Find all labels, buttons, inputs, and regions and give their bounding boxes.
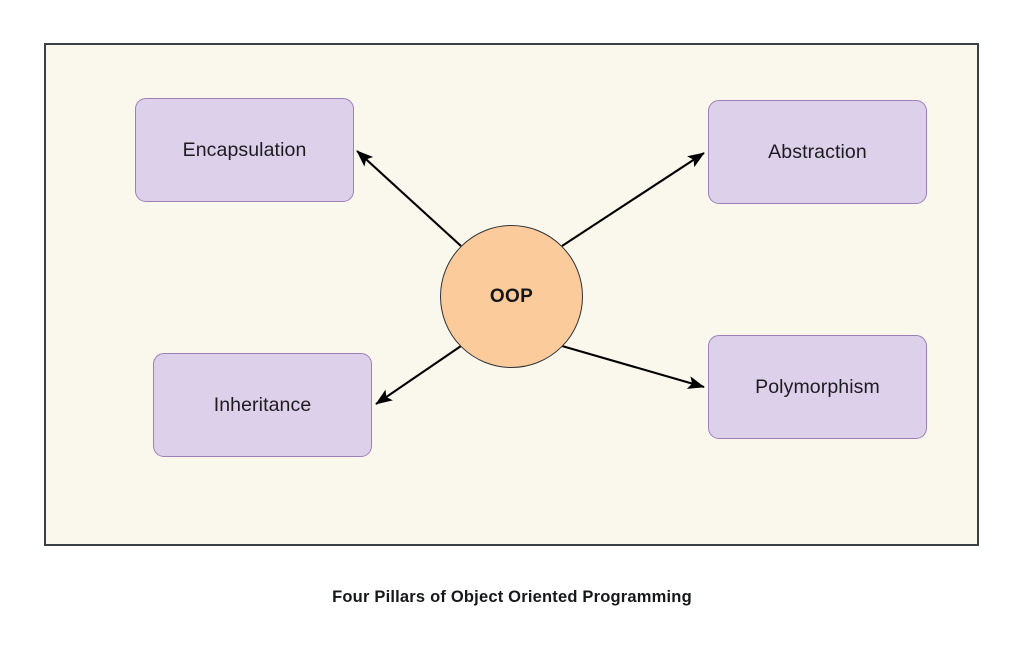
pillar-node-encapsulation[interactable]: Encapsulation xyxy=(135,98,354,202)
pillar-node-label: Polymorphism xyxy=(755,375,880,398)
center-node-oop[interactable]: OOP xyxy=(440,225,583,368)
center-node-label: OOP xyxy=(489,285,534,307)
diagram-caption: Four Pillars of Object Oriented Programm… xyxy=(332,588,692,606)
pillar-node-label: Encapsulation xyxy=(182,138,307,161)
pillar-node-label: Abstraction xyxy=(768,140,867,163)
pillar-node-inheritance[interactable]: Inheritance xyxy=(153,353,372,457)
pillar-node-label: Inheritance xyxy=(213,393,312,416)
pillar-node-polymorphism[interactable]: Polymorphism xyxy=(708,335,927,439)
pillar-node-abstraction[interactable]: Abstraction xyxy=(708,100,927,204)
